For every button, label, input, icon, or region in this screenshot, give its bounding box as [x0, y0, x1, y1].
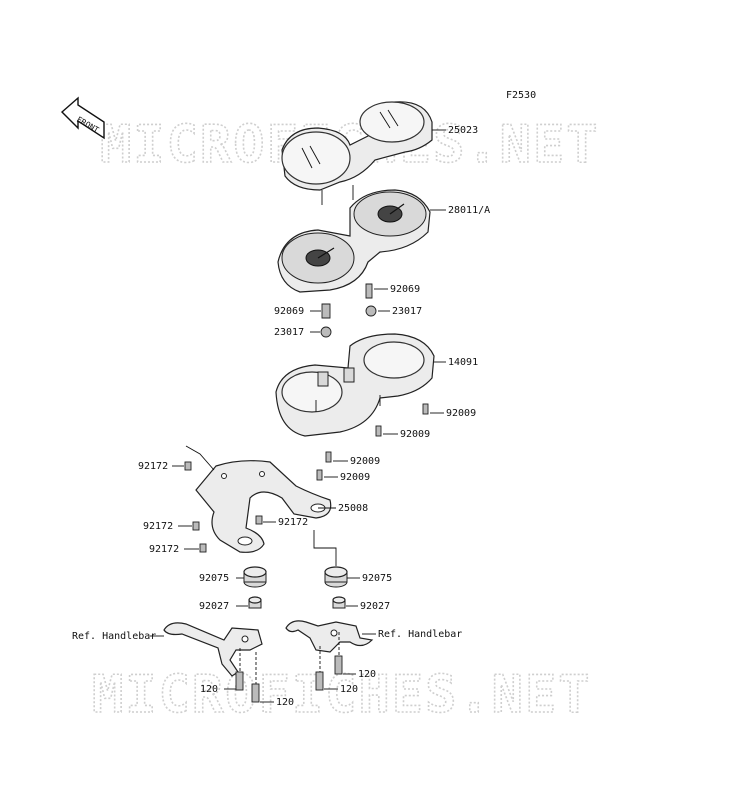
label-23017-left: 23017: [274, 327, 304, 338]
meter-case-14091: [275, 333, 435, 437]
bulb-socket-92069-left: [321, 303, 331, 319]
label-92009-d: 92009: [340, 472, 370, 483]
label-92009-a: 92009: [446, 408, 476, 419]
bolt-92172-d: [255, 515, 263, 525]
screw-92009-a: [422, 403, 429, 415]
label-120-a: 120: [200, 684, 218, 695]
meter-cover-25023: [281, 101, 433, 205]
handlebar-clamp-left: [163, 622, 263, 677]
screw-92009-d: [316, 469, 323, 481]
bolt-92172-c: [199, 543, 207, 553]
label-92172-c: 92172: [149, 544, 179, 555]
label-ref-handlebar-left: Ref. Handlebar: [72, 631, 156, 642]
collar-92027-left: [248, 596, 262, 609]
label-92009-b: 92009: [400, 429, 430, 440]
label-120-d: 120: [340, 684, 358, 695]
label-92075-left: 92075: [199, 573, 229, 584]
bolt-92172-b: [192, 521, 200, 531]
label-92172-d: 92172: [278, 517, 308, 528]
bolt-120-b: [251, 683, 260, 703]
label-92027-right: 92027: [360, 601, 390, 612]
label-23017-right: 23017: [392, 306, 422, 317]
label-92172-a: 92172: [138, 461, 168, 472]
meter-assembly-28011: [277, 189, 431, 293]
bolt-92172-a: [184, 461, 192, 471]
label-120-c: 120: [358, 669, 376, 680]
damper-92075-left: [243, 566, 267, 588]
label-14091: 14091: [448, 357, 478, 368]
label-92172-b: 92172: [143, 521, 173, 532]
label-92075-right: 92075: [362, 573, 392, 584]
front-arrow-icon: FRONT: [60, 96, 105, 140]
damper-92075-right: [324, 566, 348, 588]
bolt-120-d: [315, 671, 324, 691]
watermark-bottom: MICROFICHES.NET: [92, 665, 592, 725]
label-25023: 25023: [448, 125, 478, 136]
handlebar-clamp-right: [285, 620, 374, 653]
label-120-b: 120: [276, 697, 294, 708]
screw-92009-c: [325, 451, 332, 463]
label-25008: 25008: [338, 503, 368, 514]
label-28011: 28011/A: [448, 205, 490, 216]
bolt-120-a: [235, 671, 244, 691]
bolt-120-c: [334, 655, 343, 675]
bracket-25008: [195, 460, 332, 553]
screw-92009-b: [375, 425, 382, 437]
label-92009-c: 92009: [350, 456, 380, 467]
diagram-code: F2530: [506, 90, 536, 101]
collar-92027-right: [332, 596, 346, 609]
bulb-socket-92069-right: [365, 283, 373, 299]
bulb-23017-left: [320, 326, 332, 338]
label-92069-left: 92069: [274, 306, 304, 317]
label-92027-left: 92027: [199, 601, 229, 612]
label-ref-handlebar-right: Ref. Handlebar: [378, 629, 462, 640]
bulb-23017-right: [365, 305, 377, 317]
label-92069-right: 92069: [390, 284, 420, 295]
